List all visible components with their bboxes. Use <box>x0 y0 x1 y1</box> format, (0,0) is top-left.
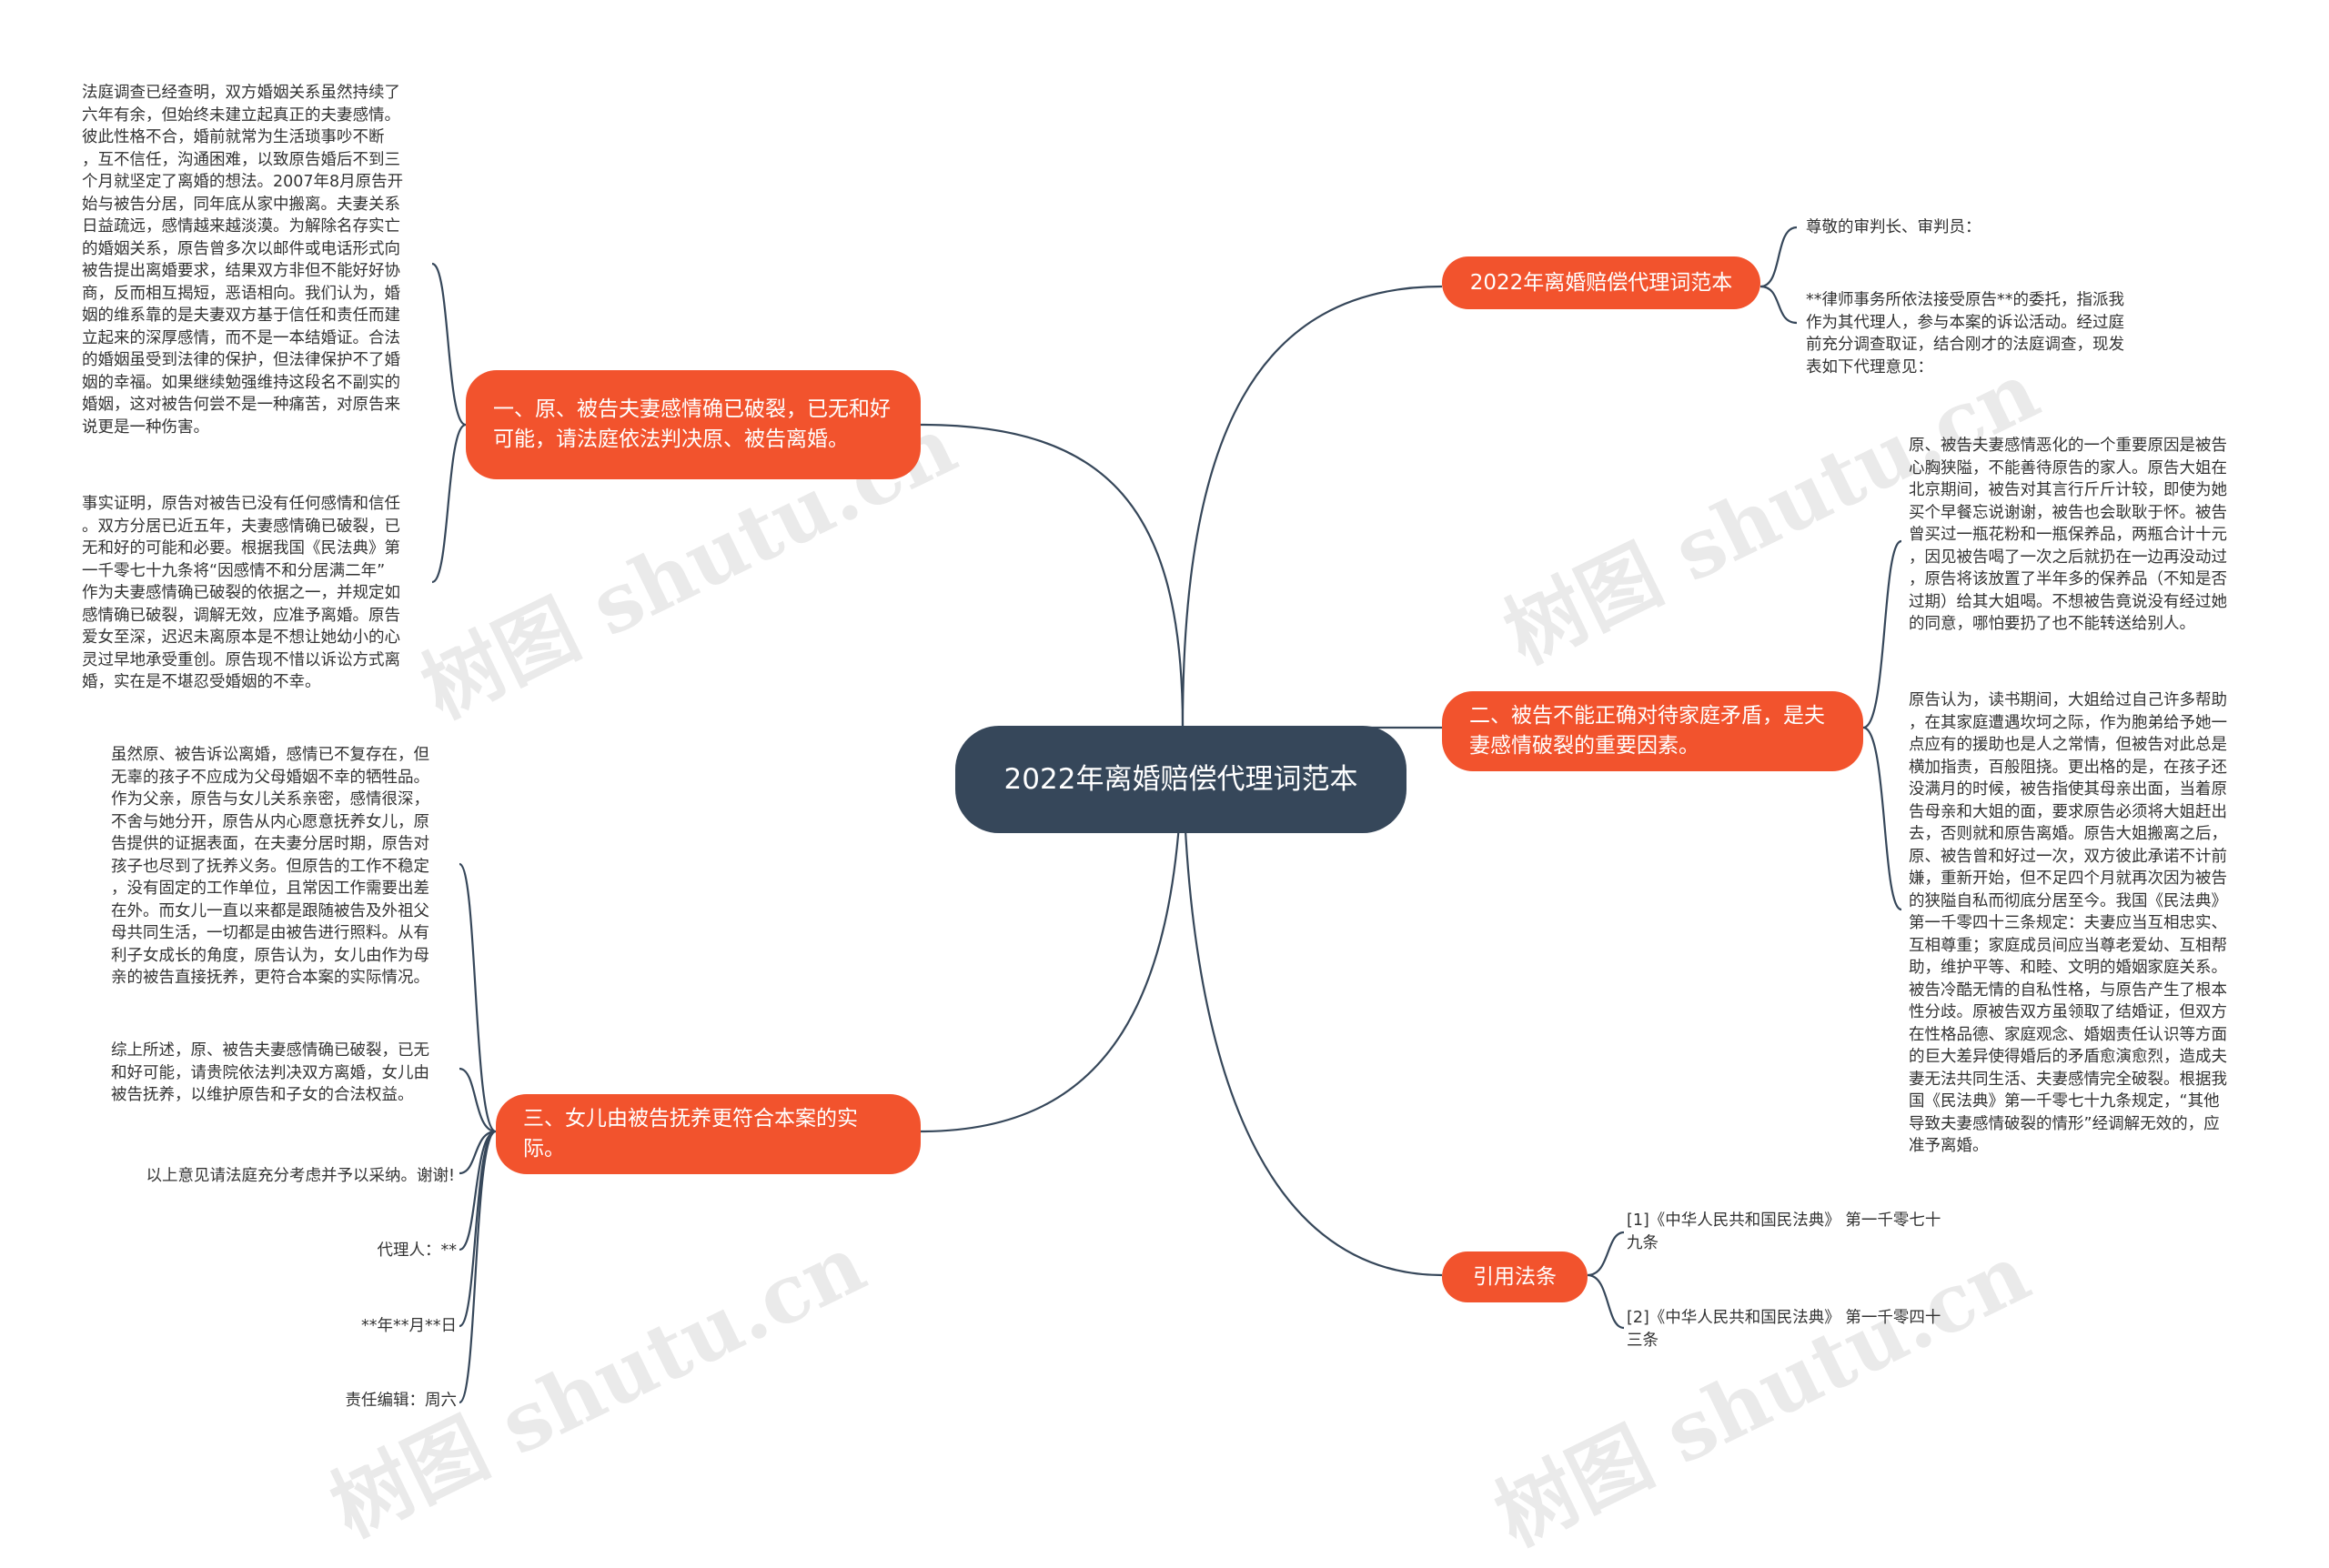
leaf-conflict-detail-2: 原告认为，读书期间，大姐给过自己许多帮助 ，在其家庭遭遇坎坷之际，作为胞弟给予她… <box>1909 691 2227 1155</box>
mindmap-connectors <box>431 226 1902 1404</box>
leaf-court-findings: 法庭调查已经查明，双方婚姻关系虽然持续了 六年有余，但始终未建立起真正的夫妻感情… <box>82 84 404 437</box>
branch-family-conflict-label: 二、被告不能正确对待家庭矛盾，是夫妻感情破裂的重要因素。 <box>1469 704 1825 758</box>
center-topic[interactable]: 2022年离婚赔偿代理词范本 <box>955 726 1406 833</box>
leaf-law-1043: [2]《中华人民共和国民法典》 第一千零四十 三条 <box>1627 1309 1941 1350</box>
leaf-conclusion: 综上所述，原、被告夫妻感情确已破裂，已无 和好可能，请贵院依法判决双方离婚，女儿… <box>111 1041 429 1104</box>
leaf-appointment: **律师事务所依法接受原告**的委托，指派我 作为其代理人，参与本案的诉讼活动。… <box>1806 291 2124 377</box>
connector-center-b4 <box>920 423 1185 729</box>
connector-b5-bracket <box>458 862 497 1404</box>
connector-center-b1 <box>1181 285 1443 729</box>
branch-opening-label: 2022年离婚赔偿代理词范本 <box>1469 270 1733 295</box>
connector-b2-bracket <box>1862 539 1902 911</box>
connector-b4-bracket <box>431 262 467 584</box>
leaf-greeting: 尊敬的审判长、审判员： <box>1806 218 1981 236</box>
center-topic-label: 2022年离婚赔偿代理词范本 <box>1003 763 1358 796</box>
branch-custody[interactable]: 三、女儿由被告抚养更符合本案的实际。 <box>496 1094 921 1174</box>
connector-center-b5 <box>920 727 1185 1133</box>
connector-b3-bracket <box>1587 1231 1625 1330</box>
branch-family-conflict[interactable]: 二、被告不能正确对待家庭矛盾，是夫妻感情破裂的重要因素。 <box>1442 691 1863 771</box>
leaf-date: **年**月**日 <box>361 1317 457 1335</box>
connector-center-b3 <box>1181 727 1443 1277</box>
connector-b1-bracket <box>1759 226 1798 325</box>
leaf-separation-facts: 事实证明，原告对被告已没有任何感情和信任 。双方分居已近五年，夫妻感情确已破裂，… <box>82 495 400 691</box>
leaf-conflict-detail-1: 原、被告夫妻感情恶化的一个重要原因是被告 心胸狭隘，不能善待原告的家人。原告大姐… <box>1909 437 2227 633</box>
branch-cited-laws-label: 引用法条 <box>1473 1264 1557 1289</box>
leaf-editor: 责任编辑：周六 <box>345 1392 458 1410</box>
branch-relationship-broken[interactable]: 一、原、被告夫妻感情确已破裂，已无和好可能，请法庭依法判决原、被告离婚。 <box>466 370 921 479</box>
branch-relationship-broken-label: 一、原、被告夫妻感情确已破裂，已无和好可能，请法庭依法判决原、被告离婚。 <box>493 397 891 451</box>
branch-cited-laws[interactable]: 引用法条 <box>1442 1251 1588 1302</box>
branch-custody-label: 三、女儿由被告抚养更符合本案的实际。 <box>523 1107 858 1161</box>
leaf-closing-remark: 以上意见请法庭充分考虑并予以采纳。谢谢! <box>146 1167 455 1185</box>
leaf-agent: 代理人：** <box>377 1241 458 1260</box>
branch-opening[interactable]: 2022年离婚赔偿代理词范本 <box>1442 256 1760 309</box>
leaf-law-1079: [1]《中华人民共和国民法典》 第一千零七十 九条 <box>1627 1211 1941 1252</box>
leaf-child-interest: 虽然原、被告诉讼离婚，感情已不复存在，但 无辜的孩子不应成为父母婚姻不幸的牺牲品… <box>111 746 429 987</box>
